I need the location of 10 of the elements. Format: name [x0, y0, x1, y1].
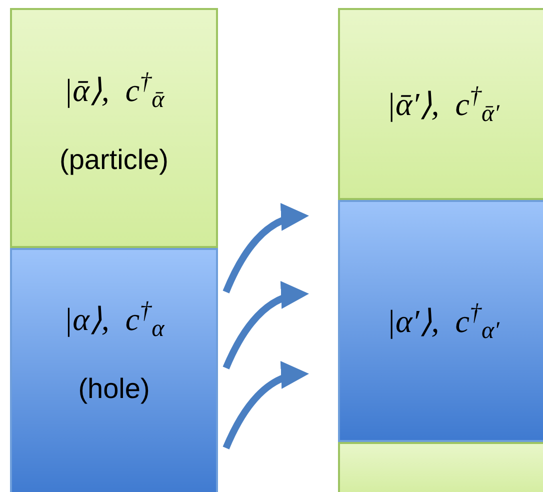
state-box	[338, 8, 543, 200]
state-box	[338, 200, 543, 442]
state-box	[10, 248, 218, 492]
state-box	[10, 8, 218, 248]
curved-arrow	[222, 362, 309, 450]
empty-box	[338, 442, 543, 492]
curved-arrow	[222, 282, 309, 370]
state-label: (hole)	[78, 375, 150, 403]
curved-arrow	[222, 204, 309, 294]
state-label: (particle)	[60, 146, 168, 174]
